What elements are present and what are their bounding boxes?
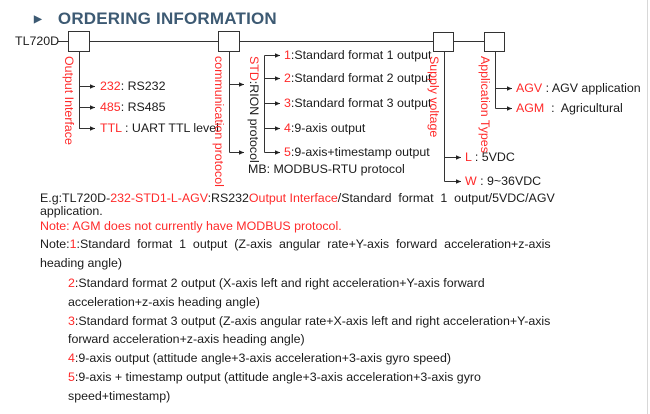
model-name: TL720D xyxy=(15,34,60,48)
option-w: W : 9~36VDC xyxy=(465,174,542,188)
group-label-communication-protocol: communication protocol xyxy=(212,56,226,187)
box-application-types xyxy=(484,32,505,52)
page-edge-divider xyxy=(647,0,648,414)
option-ttl: TTL : UART TTL level xyxy=(100,121,219,135)
note-1-line-1: Note:1:Standard format 1 output (Z-axis … xyxy=(40,237,551,251)
note-2-line-1: 2:Standard format 2 output (X-axis left … xyxy=(68,276,485,290)
option-agm: AGM : Agricultural xyxy=(516,101,623,115)
std-option-3: 3:Standard format 3 output xyxy=(284,96,432,110)
section-title: ORDERING INFORMATION xyxy=(57,9,277,28)
group-label-output-interface: Output Interface xyxy=(62,56,76,145)
option-agv: AGV : AGV application xyxy=(516,81,641,95)
note-3-line-2: forward acceleration+z-axis heading angl… xyxy=(68,332,305,346)
example-line-1: E.g:TL720D-232-STD1-L-AGV:RS232Output In… xyxy=(40,191,555,205)
example-line-2: application. xyxy=(40,204,103,218)
box-output-interface xyxy=(68,31,90,52)
note-3-line-1: 3:Standard format 3 output (Z-axis angul… xyxy=(68,314,551,328)
std-option-5: 5:9-axis+timestamp output xyxy=(284,145,430,159)
note-agm: Note: AGM does not currently have MODBUS… xyxy=(40,219,342,233)
option-l: L : 5VDC xyxy=(465,150,515,164)
ordering-diagram xyxy=(58,31,512,184)
group-label-supply-voltage: Supply voltage xyxy=(427,56,441,138)
box-communication-protocol xyxy=(218,31,240,52)
std-option-1: 1:Standard format 1 output xyxy=(284,48,432,62)
note-1-line-2: heading angle) xyxy=(40,256,122,270)
option-485: 485: RS485 xyxy=(100,100,166,114)
group-label-application-types: Application Types xyxy=(478,56,492,153)
note-4-line-1: 4:9-axis output (attitude angle+3-axis a… xyxy=(68,351,451,365)
note-2-line-2: acceleration+z-axis heading angle) xyxy=(68,295,260,309)
std-option-4: 4:9-axis output xyxy=(284,121,366,135)
note-5-line-2: speed+timestamp) xyxy=(68,389,171,403)
note-5-line-1: 5:9-axis + timestamp output (attitude an… xyxy=(68,370,481,384)
box-supply-voltage xyxy=(433,32,454,52)
bullet-triangle-icon: ▶ xyxy=(34,14,42,25)
std-option-2: 2:Standard format 2 output xyxy=(284,71,432,85)
mb-option: MB: MODBUS-RTU protocol xyxy=(248,162,405,176)
sublabel-std-rion: STD:RION protocol xyxy=(247,56,261,163)
option-232: 232: RS232 xyxy=(100,79,166,93)
section-header: ▶ ORDERING INFORMATION xyxy=(34,9,277,29)
